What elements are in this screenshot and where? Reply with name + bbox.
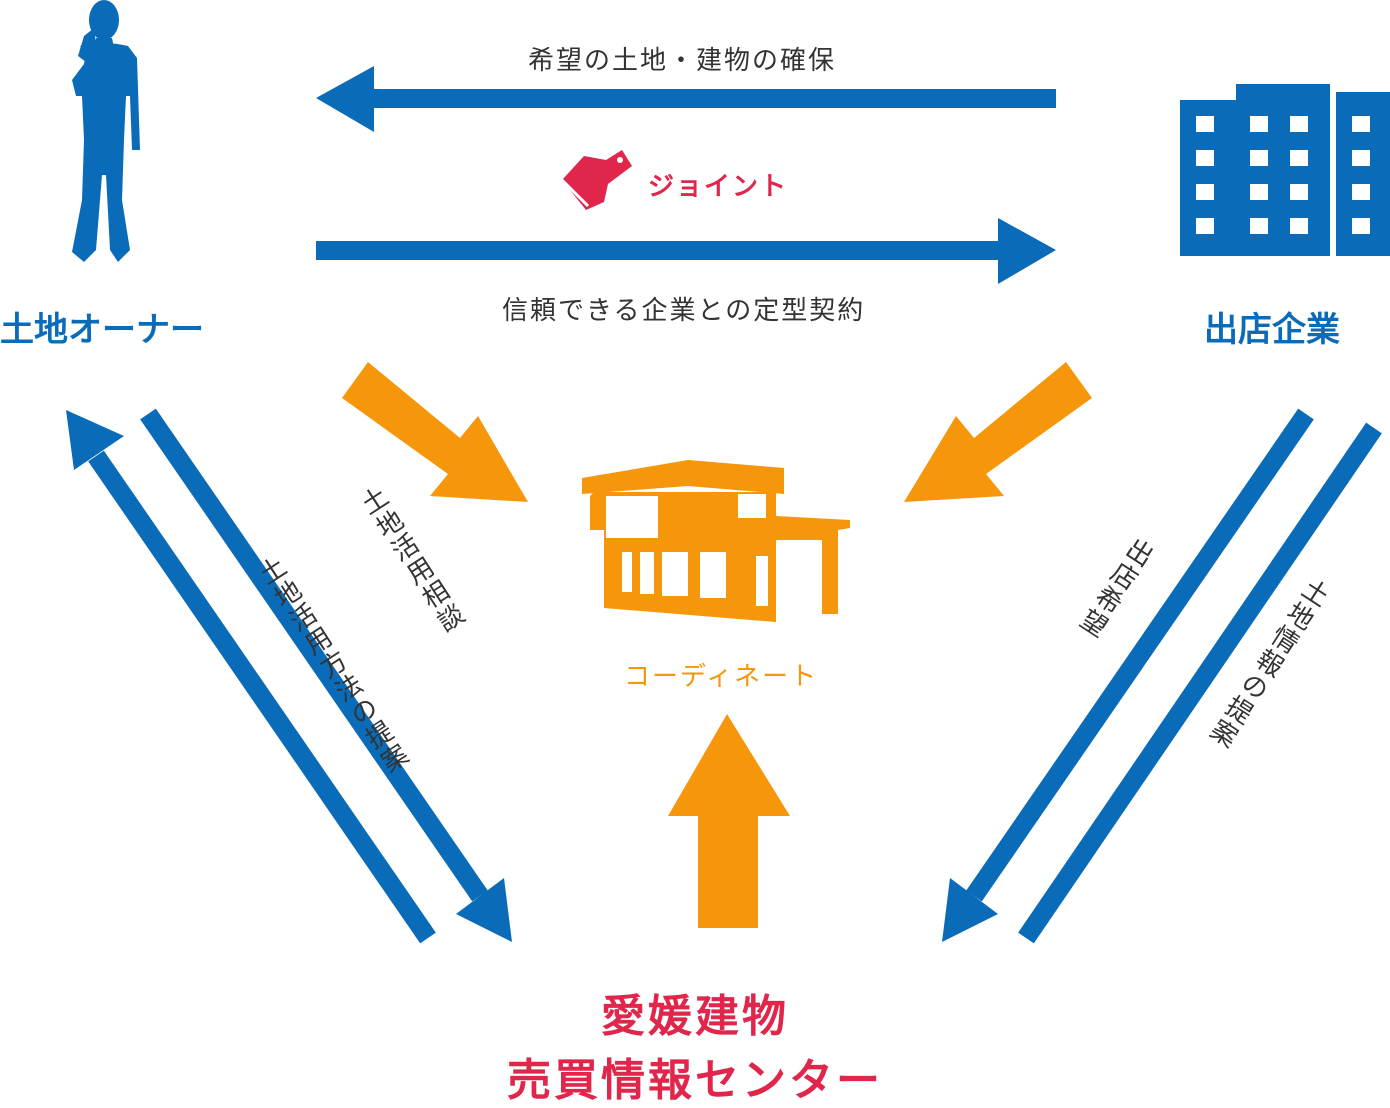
orange-arrow-from-company bbox=[904, 362, 1092, 502]
arrow-company-outer bbox=[1018, 422, 1382, 944]
center-title-line2: 売買情報センター bbox=[507, 1055, 883, 1106]
orange-arrow-from-owner bbox=[342, 362, 528, 502]
flow-label-contract: 信頼できる企業との定型契約 bbox=[502, 296, 866, 326]
orange-arrow-from-center bbox=[668, 714, 790, 928]
flow-label-top: 希望の土地・建物の確保 bbox=[528, 46, 837, 76]
arrow-to-company bbox=[316, 218, 1056, 284]
coordinate-label: コーディネート bbox=[624, 662, 819, 692]
store-company-label: 出店企業 bbox=[1204, 310, 1340, 350]
joint-label: ジョイント bbox=[648, 172, 789, 202]
arrow-owner-outer bbox=[66, 410, 436, 944]
land-owner-label: 土地オーナー bbox=[0, 310, 204, 350]
house-icon bbox=[582, 460, 850, 622]
arrow-owner-inner bbox=[140, 408, 512, 942]
center-title-line1: 愛媛建物 bbox=[601, 991, 789, 1042]
arrow-company-inner bbox=[942, 408, 1314, 942]
handshake-icon bbox=[558, 150, 632, 210]
office-building-icon bbox=[1180, 84, 1390, 256]
businessman-silhouette-icon bbox=[72, 0, 140, 262]
arrow-to-owner bbox=[316, 66, 1056, 132]
